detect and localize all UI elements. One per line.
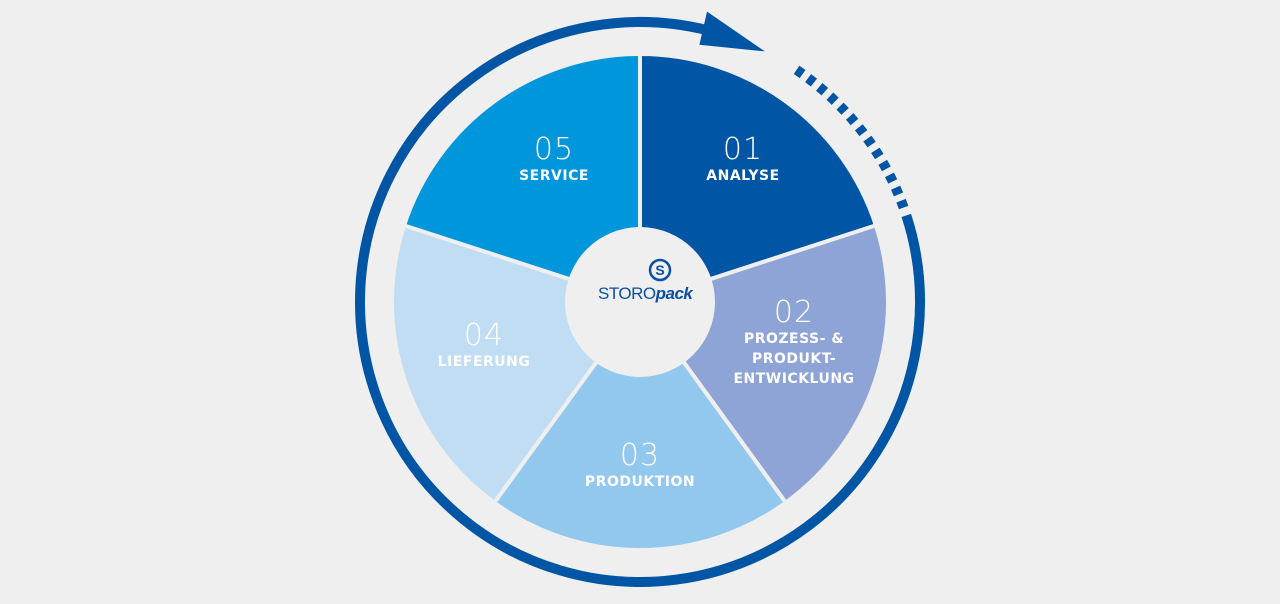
svg-text:S: S [655, 262, 664, 278]
segment-05: 05 SERVICE [519, 132, 589, 185]
ring-dash [896, 198, 909, 210]
ring-dash [885, 172, 898, 184]
ring-dash [871, 147, 884, 160]
segment-wedge-01 [638, 51, 879, 305]
segment-wedge-03 [491, 298, 789, 552]
ring-dash [836, 102, 849, 115]
segment-02: 02 PROZESS- & PRODUKT- ENTWICKLUNG [733, 295, 855, 388]
segment-wedge-05 [401, 51, 642, 305]
storopack-logo: S STOROpack [598, 258, 693, 303]
ring-dash [845, 113, 859, 126]
arrowhead-icon [699, 11, 765, 52]
segment-01: 01 ANALYSE [706, 132, 780, 185]
ring-dash [863, 135, 876, 148]
logo-s-icon [648, 258, 672, 282]
ring-dash [826, 92, 839, 105]
ring-dash [854, 124, 868, 137]
ring-dash [805, 74, 818, 87]
segment-03: 03 PRODUKTION [584, 438, 696, 491]
ring-dash [793, 65, 806, 79]
ring-dash [816, 83, 829, 96]
segment-04: 04 LIEFERUNG [437, 318, 531, 371]
center-circle [565, 227, 715, 377]
ring-dash [891, 185, 904, 197]
ring-dash [878, 159, 891, 172]
cycle-ring [355, 17, 925, 587]
